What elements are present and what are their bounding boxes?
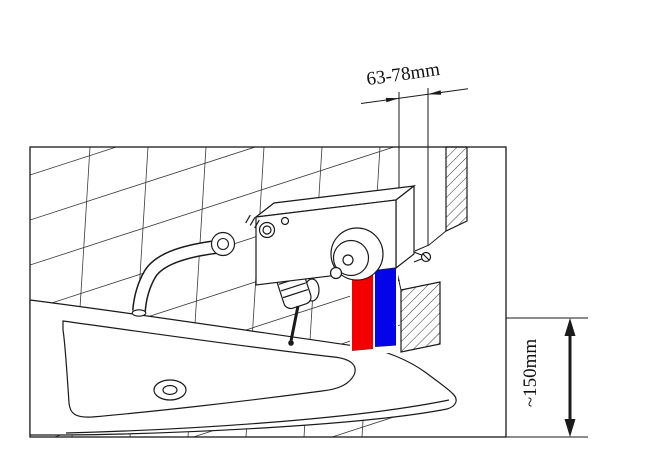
dim-width-arrow-right bbox=[385, 97, 399, 103]
dim-width-arrow-left bbox=[428, 90, 442, 95]
wall-section-upper bbox=[445, 146, 468, 232]
handle-lever bbox=[289, 305, 300, 342]
dim-width: 63-78mm bbox=[360, 59, 469, 104]
valve-box-side bbox=[395, 184, 415, 270]
wall-edge-line bbox=[414, 230, 447, 252]
drawing-frame bbox=[29, 146, 507, 438]
drain-hole bbox=[162, 384, 178, 396]
dim-height-label: ~150mm bbox=[520, 339, 541, 408]
sink-front-edge bbox=[65, 399, 450, 434]
dim-height-arrow-up bbox=[564, 318, 576, 336]
valve-knob-stem bbox=[342, 254, 354, 266]
inlet-fitting-inner bbox=[262, 225, 272, 235]
cold-water-indicator bbox=[375, 267, 396, 347]
wall-section-lower bbox=[400, 281, 441, 353]
dim-width-label: 63-78mm bbox=[365, 59, 441, 90]
valve-box bbox=[245, 184, 432, 286]
hot-water-indicator bbox=[352, 270, 373, 351]
sink bbox=[29, 299, 457, 436]
dim-height-arrow-down bbox=[564, 419, 576, 437]
spout-body bbox=[133, 241, 217, 312]
wall-spout bbox=[131, 231, 236, 317]
spout-flange-inner bbox=[216, 237, 230, 251]
temp-limiter-nub bbox=[329, 266, 343, 280]
dim-width-line bbox=[360, 88, 469, 104]
mount-screw bbox=[280, 216, 290, 226]
sink-basin bbox=[62, 320, 356, 418]
dim-height: ~150mm bbox=[506, 317, 588, 438]
handle-lever-tip bbox=[288, 340, 294, 346]
spout-outlet bbox=[131, 309, 147, 317]
